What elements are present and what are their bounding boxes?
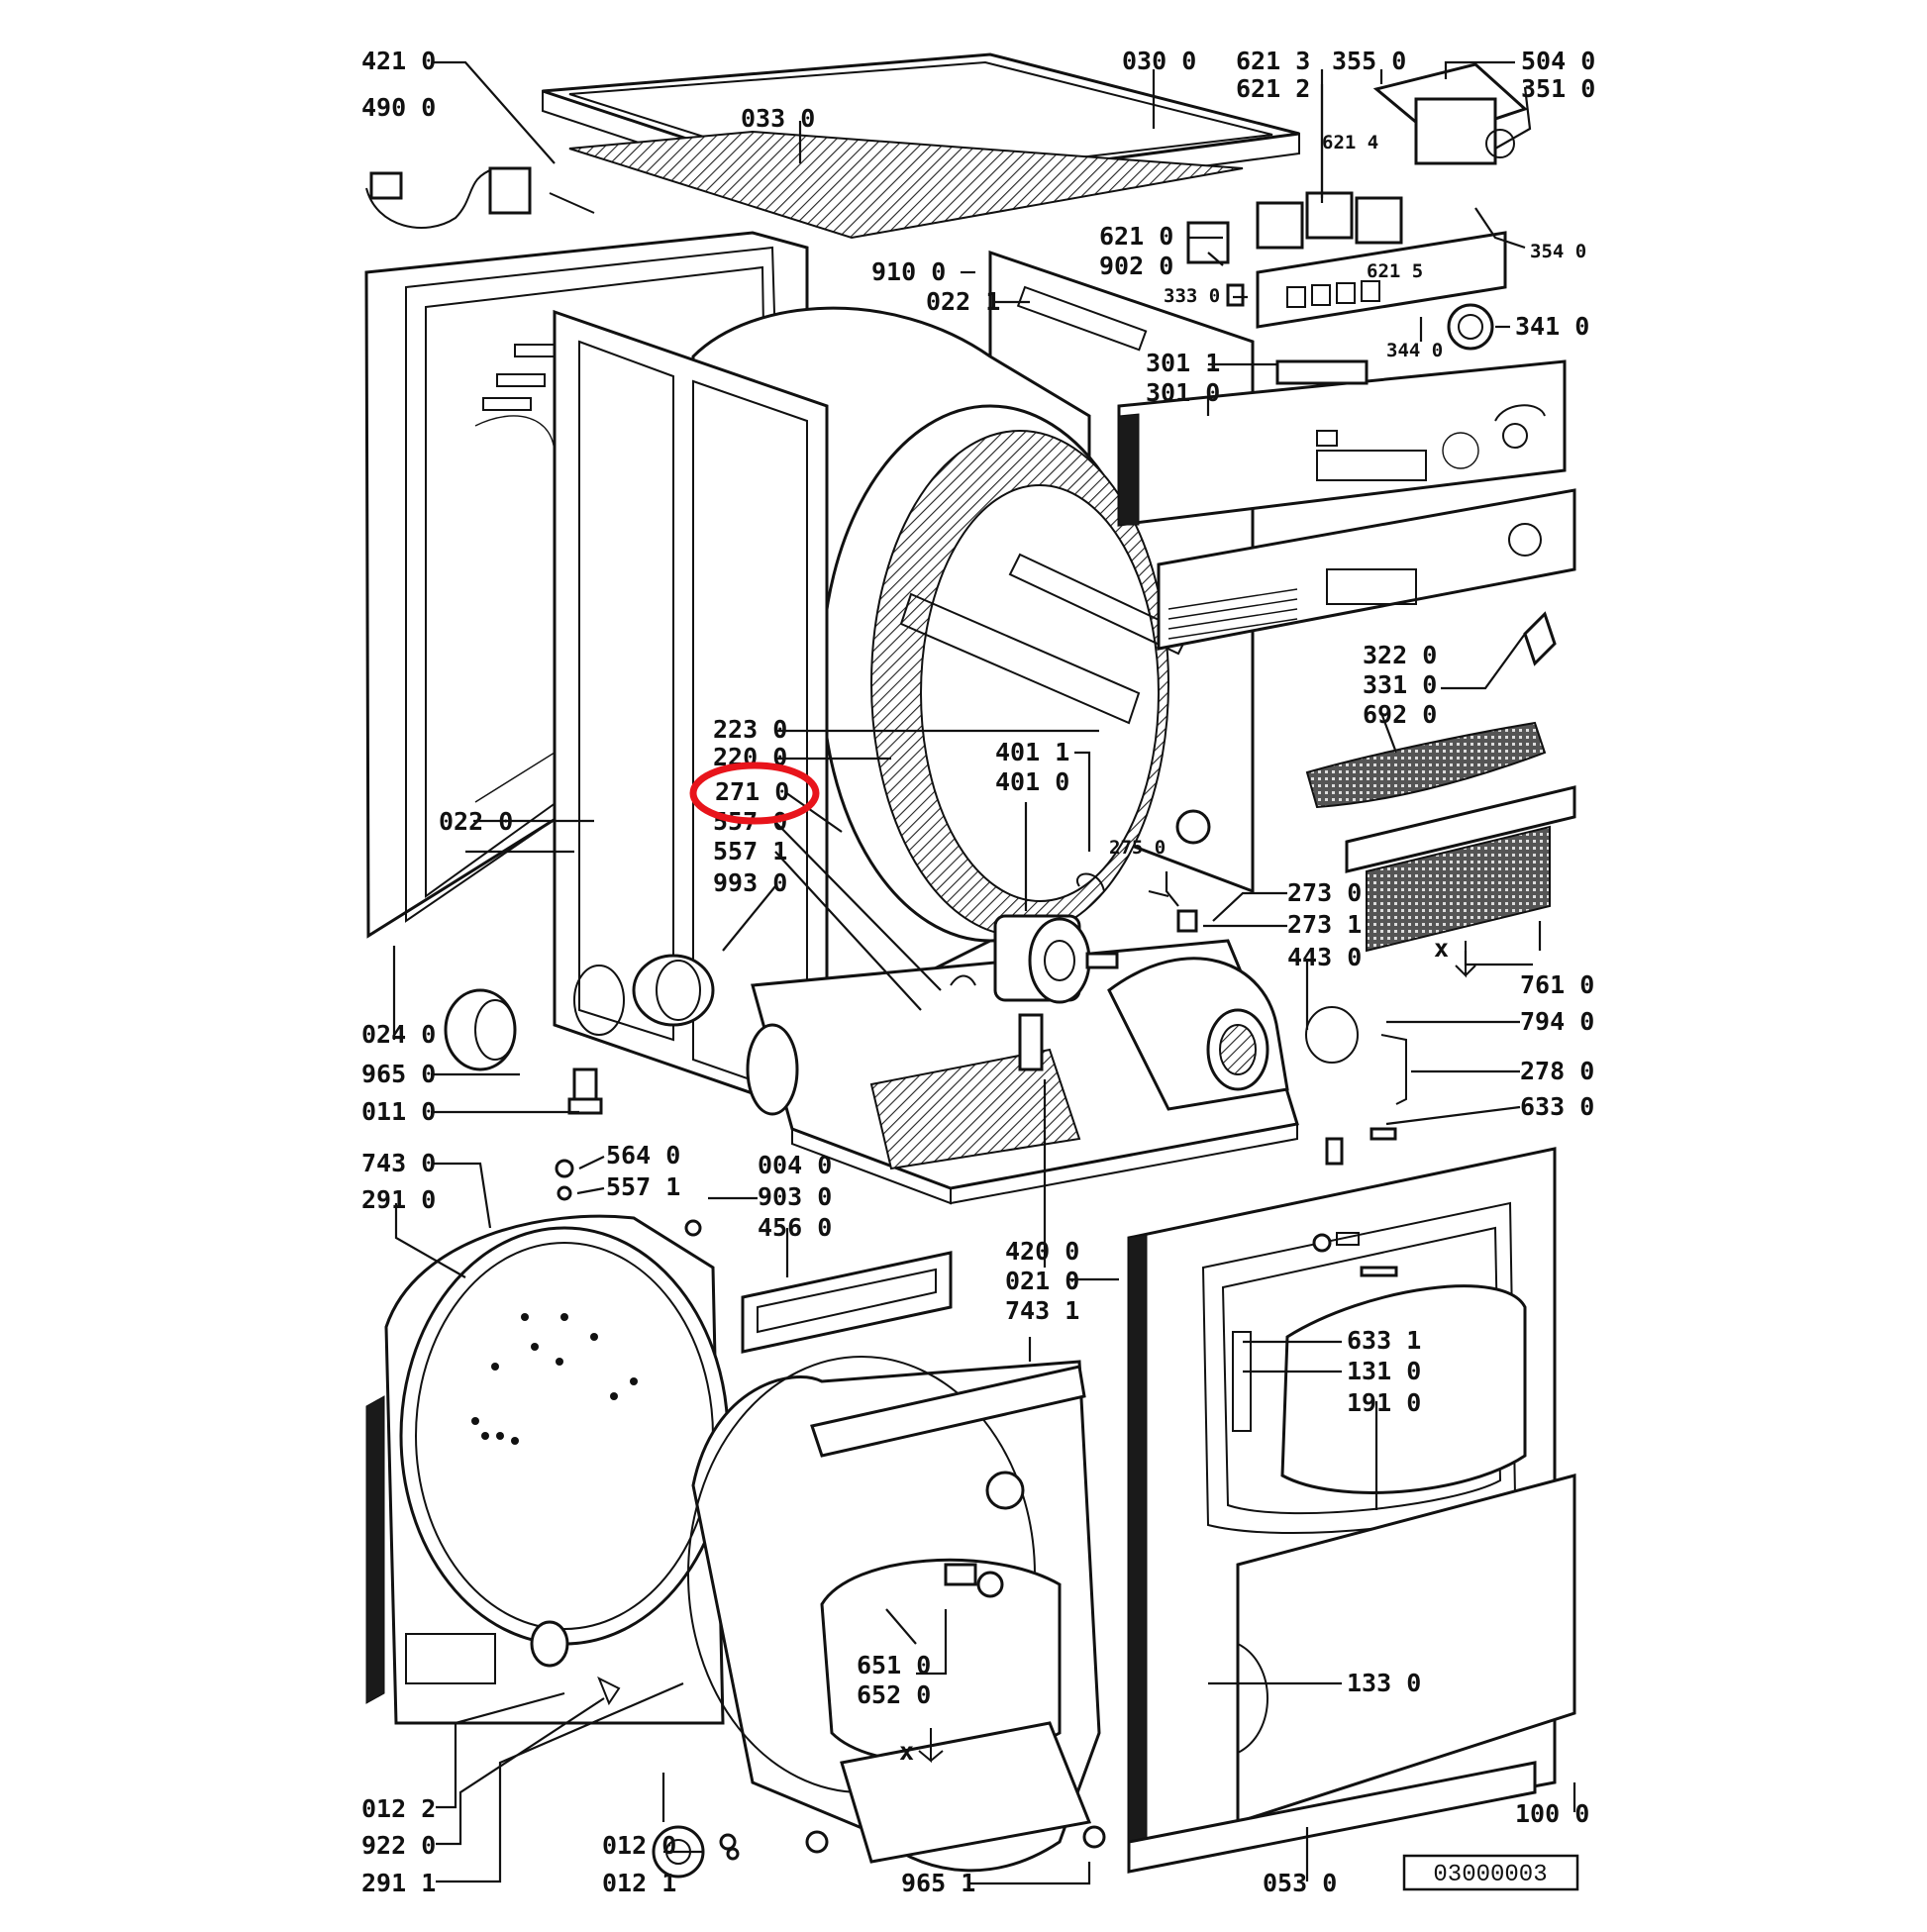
part-label: 633 0 bbox=[1520, 1092, 1594, 1121]
front-bulkhead-part bbox=[652, 1356, 1106, 1879]
lint-filter-part bbox=[1305, 611, 1576, 953]
part-label: 012 0 bbox=[602, 1831, 676, 1860]
part-label: 053 0 bbox=[1263, 1869, 1337, 1897]
part-label: 354 0 bbox=[1530, 241, 1586, 262]
part-label: 030 0 bbox=[1122, 47, 1196, 75]
part-label: 621 2 bbox=[1236, 74, 1310, 103]
part-label: 291 1 bbox=[361, 1869, 436, 1897]
knob-965-part bbox=[444, 988, 517, 1071]
heater-element-part bbox=[741, 1251, 953, 1354]
part-label: 621 3 bbox=[1236, 47, 1310, 75]
part-label: 011 0 bbox=[361, 1097, 436, 1126]
power-cord-part bbox=[365, 166, 595, 229]
part-label: 557 1 bbox=[606, 1172, 680, 1201]
part-label: 965 0 bbox=[361, 1060, 436, 1088]
part-label: 420 0 bbox=[1005, 1237, 1079, 1266]
top-cover-part bbox=[542, 52, 1300, 240]
part-label: 012 1 bbox=[602, 1869, 676, 1897]
part-label: 278 0 bbox=[1520, 1057, 1594, 1085]
part-label: 965 1 bbox=[901, 1869, 975, 1897]
document-ref-number: 03000003 bbox=[1433, 1862, 1547, 1888]
part-label: 223 0 bbox=[713, 715, 787, 744]
part-label: 344 0 bbox=[1386, 340, 1443, 361]
part-label: 564 0 bbox=[606, 1141, 680, 1169]
part-label: 651 0 bbox=[857, 1651, 931, 1679]
part-label: 351 0 bbox=[1521, 74, 1595, 103]
part-label: 504 0 bbox=[1521, 47, 1595, 75]
part-label: 004 0 bbox=[758, 1151, 832, 1179]
part-label: 291 0 bbox=[361, 1185, 436, 1214]
part-label: 133 0 bbox=[1347, 1669, 1421, 1697]
part-label: 022 0 bbox=[439, 807, 513, 836]
part-label: 012 2 bbox=[361, 1794, 436, 1823]
part-label: 401 0 bbox=[995, 767, 1069, 796]
document-ref-box: 03000003 bbox=[1402, 1854, 1579, 1891]
part-label: 910 0 bbox=[871, 257, 946, 286]
part-label: 273 0 bbox=[1287, 878, 1362, 907]
part-label: 794 0 bbox=[1520, 1007, 1594, 1036]
part-label: 301 0 bbox=[1146, 378, 1220, 407]
part-label: 331 0 bbox=[1363, 670, 1437, 699]
part-label: 621 5 bbox=[1367, 260, 1423, 282]
rear-bulkhead-part bbox=[365, 1214, 730, 1725]
part-label: 993 0 bbox=[713, 868, 787, 897]
part-label: 100 0 bbox=[1515, 1799, 1589, 1828]
part-label: 743 1 bbox=[1005, 1296, 1079, 1325]
electronics-module-part bbox=[1186, 62, 1528, 385]
part-label: 743 0 bbox=[361, 1149, 436, 1177]
inner-front-panel bbox=[553, 309, 829, 1122]
part-label: 355 0 bbox=[1332, 47, 1406, 75]
part-label: 322 0 bbox=[1363, 641, 1437, 669]
part-label: 902 0 bbox=[1099, 252, 1173, 280]
triangle-pointer-icon bbox=[597, 1676, 621, 1706]
motor-part bbox=[993, 914, 1119, 1071]
part-label: 490 0 bbox=[361, 93, 436, 122]
part-label: 273 1 bbox=[1287, 910, 1362, 939]
part-label: 903 0 bbox=[758, 1182, 832, 1211]
foot-011-part bbox=[567, 1068, 603, 1115]
part-label: 652 0 bbox=[857, 1680, 931, 1709]
highlight-circle bbox=[689, 762, 820, 825]
part-label: 301 1 bbox=[1146, 349, 1220, 377]
part-label: 621 0 bbox=[1099, 222, 1173, 251]
part-label: 456 0 bbox=[758, 1213, 832, 1242]
fascia-panel-part bbox=[1157, 488, 1576, 651]
part-label: 024 0 bbox=[361, 1020, 436, 1049]
part-label: 443 0 bbox=[1287, 943, 1362, 971]
part-number-labels: 421 0 490 0 033 0 030 0 621 3 621 2 355 … bbox=[361, 47, 1595, 1897]
part-label: 621 4 bbox=[1322, 132, 1378, 153]
down-arrow-icon bbox=[918, 1728, 944, 1764]
arrow-mark-label: x bbox=[1434, 934, 1449, 963]
part-label: 341 0 bbox=[1515, 312, 1589, 341]
part-label: 761 0 bbox=[1520, 970, 1594, 999]
part-label: 033 0 bbox=[741, 104, 815, 133]
small-screw-parts bbox=[555, 809, 1407, 1861]
part-label: 191 0 bbox=[1347, 1388, 1421, 1417]
arrow-mark-label: x bbox=[899, 1737, 914, 1766]
down-arrow-icon bbox=[1455, 941, 1476, 978]
door-part bbox=[1127, 1147, 1576, 1874]
part-label: 922 0 bbox=[361, 1831, 436, 1860]
part-label: 131 0 bbox=[1347, 1357, 1421, 1385]
part-label: 401 1 bbox=[995, 738, 1069, 766]
leader-lines bbox=[392, 60, 1576, 1885]
part-label: 633 1 bbox=[1347, 1326, 1421, 1355]
part-label: 333 0 bbox=[1164, 285, 1220, 307]
part-label: 557 1 bbox=[713, 837, 787, 865]
control-panel-part bbox=[1117, 359, 1567, 527]
part-label: 021 0 bbox=[1005, 1267, 1079, 1295]
part-label: 692 0 bbox=[1363, 700, 1437, 729]
part-label: 421 0 bbox=[361, 47, 436, 75]
part-label: 022 1 bbox=[926, 287, 1000, 316]
direction-arrow-icons bbox=[597, 941, 1476, 1764]
part-label: 275 0 bbox=[1109, 837, 1166, 859]
highlighted-part-label: 271 0 bbox=[715, 777, 789, 806]
